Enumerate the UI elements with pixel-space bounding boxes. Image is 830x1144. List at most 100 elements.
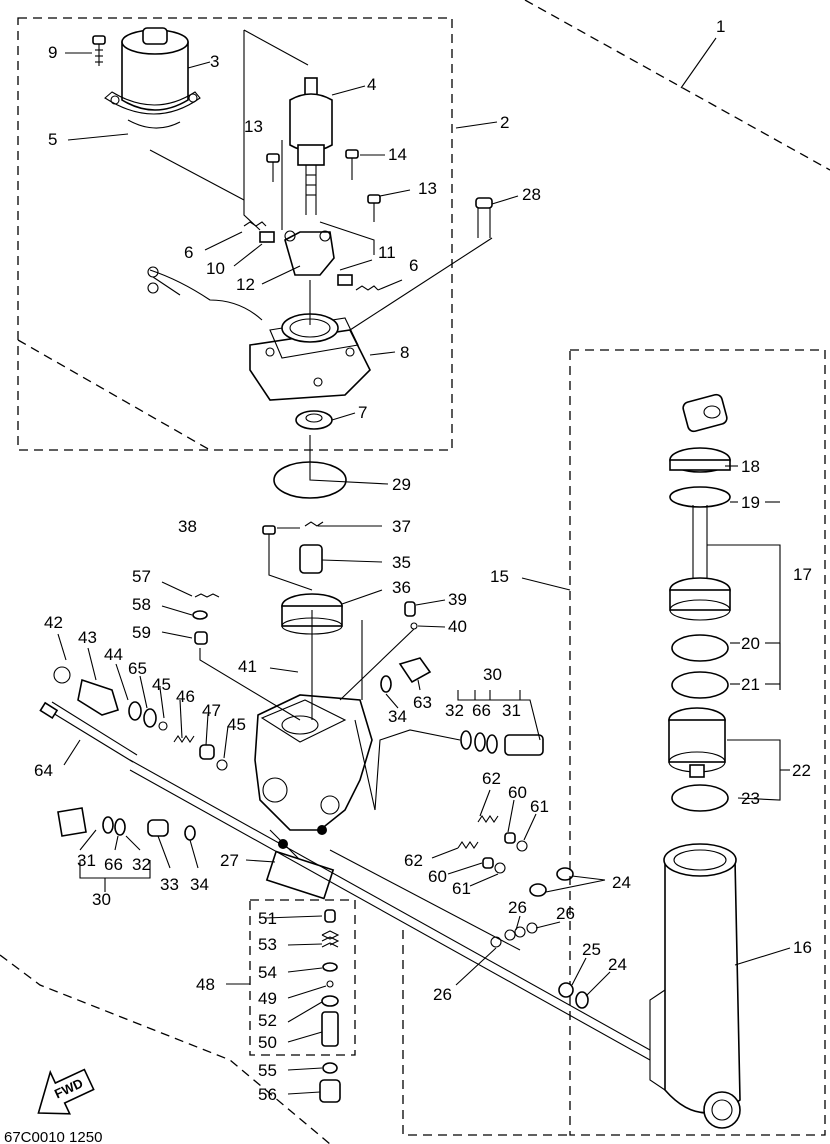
- lower-left-parts-30-34: [57, 807, 196, 841]
- label-28: 28: [522, 185, 541, 204]
- tie-rod: [129, 759, 651, 1061]
- assembly-outline-1: [524, 0, 830, 171]
- label-46: 46: [176, 687, 195, 706]
- label-54: 54: [258, 963, 277, 982]
- label-36: 36: [392, 578, 411, 597]
- label-43: 43: [78, 628, 97, 647]
- label-19: 19: [741, 493, 760, 512]
- label-61a: 61: [530, 797, 549, 816]
- label-26a: 26: [508, 898, 527, 917]
- label-66a: 66: [472, 701, 491, 720]
- label-26b: 26: [556, 904, 575, 923]
- label-29: 29: [392, 475, 411, 494]
- label-42: 42: [44, 613, 63, 632]
- label-8: 8: [400, 343, 409, 362]
- fwd-arrow-icon: FWD: [37, 1068, 95, 1115]
- label-7: 7: [358, 403, 367, 422]
- label-5: 5: [48, 130, 57, 149]
- label-10: 10: [206, 259, 225, 278]
- label-38: 38: [178, 517, 197, 536]
- label-50: 50: [258, 1033, 277, 1052]
- label-60a: 60: [508, 783, 527, 802]
- left-valve-parts-42-47: [53, 666, 228, 771]
- cylinder-assembly: [649, 393, 741, 1129]
- label-56: 56: [258, 1085, 277, 1104]
- screw-9: [92, 35, 106, 66]
- valve-parts-57-59: [192, 593, 220, 645]
- drawing-code: 67C0010 1250: [4, 1129, 102, 1144]
- label-1: 1: [716, 17, 725, 36]
- label-41: 41: [238, 657, 257, 676]
- armature-4: [289, 77, 333, 215]
- motor-3: [104, 27, 201, 129]
- label-2: 2: [500, 113, 509, 132]
- label-66b: 66: [104, 855, 123, 874]
- motor-assembly-box-2: [17, 17, 453, 451]
- springs-60-62: [457, 815, 528, 874]
- label-35: 35: [392, 553, 411, 572]
- label-26c: 26: [433, 985, 452, 1004]
- label-64: 64: [34, 761, 53, 780]
- label-27: 27: [220, 851, 239, 870]
- label-51: 51: [258, 909, 277, 928]
- label-31a: 31: [502, 701, 521, 720]
- label-57: 57: [132, 567, 151, 586]
- label-12: 12: [236, 275, 255, 294]
- label-34a: 34: [388, 707, 407, 726]
- label-62b: 62: [404, 851, 423, 870]
- valve-group-box-48: [249, 899, 356, 1056]
- oil-seal-7: [295, 410, 333, 430]
- cylinder-assembly-box-15: [569, 349, 826, 1136]
- label-33: 33: [160, 875, 179, 894]
- label-25: 25: [582, 940, 601, 959]
- assembly-outline-lower: [17, 339, 211, 451]
- label-49: 49: [258, 989, 277, 1008]
- label-61b: 61: [452, 879, 471, 898]
- label-13a: 13: [244, 117, 263, 136]
- label-15: 15: [490, 567, 509, 586]
- label-39: 39: [448, 590, 467, 609]
- label-45b: 45: [227, 715, 246, 734]
- leader-lines: [57, 29, 791, 1095]
- label-18: 18: [741, 457, 760, 476]
- assembly-outline-1-left: [0, 954, 331, 1144]
- label-6b: 6: [409, 256, 418, 275]
- label-32a: 32: [445, 701, 464, 720]
- label-53: 53: [258, 935, 277, 954]
- label-58: 58: [132, 595, 151, 614]
- label-22: 22: [792, 761, 811, 780]
- cylinder-box-lower: [402, 930, 570, 1136]
- label-23: 23: [741, 789, 760, 808]
- label-24a: 24: [612, 873, 631, 892]
- label-17: 17: [793, 565, 812, 584]
- label-6a: 6: [184, 243, 193, 262]
- label-60b: 60: [428, 867, 447, 886]
- o-rings-24-26: [490, 867, 589, 1009]
- label-52: 52: [258, 1011, 277, 1030]
- label-45a: 45: [152, 675, 171, 694]
- brushes-and-springs: [147, 221, 379, 321]
- label-11: 11: [378, 243, 396, 262]
- label-14: 14: [388, 145, 407, 164]
- label-30a: 30: [483, 665, 502, 684]
- label-3: 3: [210, 52, 219, 71]
- label-65: 65: [128, 659, 147, 678]
- label-34b: 34: [190, 875, 209, 894]
- label-4: 4: [367, 75, 376, 94]
- label-44: 44: [104, 645, 123, 664]
- label-40: 40: [448, 617, 467, 636]
- label-48: 48: [196, 975, 215, 994]
- right-parts-30-34-63: [380, 657, 544, 756]
- label-31b: 31: [77, 851, 96, 870]
- screws-13-14-28: [266, 149, 493, 238]
- label-24b: 24: [608, 955, 627, 974]
- label-21: 21: [741, 675, 760, 694]
- label-13b: 13: [418, 179, 437, 198]
- valve-group-48: [319, 909, 341, 1103]
- label-62a: 62: [482, 769, 501, 788]
- pump-housing-8: [249, 313, 371, 401]
- label-32b: 32: [132, 855, 151, 874]
- label-16: 16: [793, 938, 812, 957]
